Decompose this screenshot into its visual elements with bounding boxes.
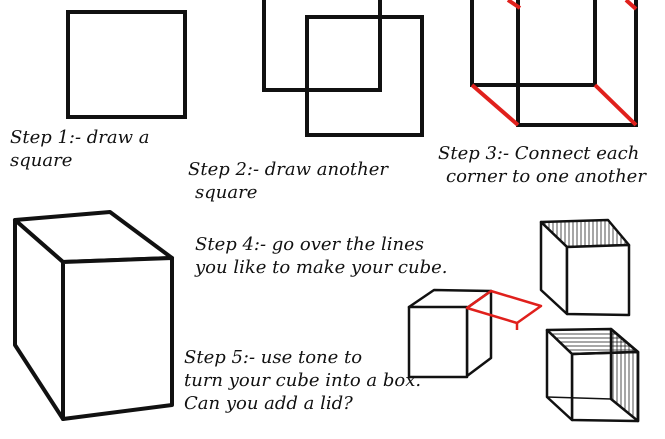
step5-caption: Step 5:- use tone to turn your cube into… [184, 346, 421, 415]
step4-caption-line: Step 4:- go over the lines [195, 233, 447, 256]
step5-caption-line: turn your cube into a box. [184, 369, 421, 392]
step3-caption: Step 3:- Connect each corner to one anot… [438, 142, 646, 188]
step2-caption-line: Step 2:- draw another [188, 158, 388, 181]
step1-caption-line: square [10, 149, 150, 172]
step1-caption-line: Step 1:- draw a [10, 126, 150, 149]
step2-two-squares-drawing [264, 0, 422, 135]
step1-square-drawing [68, 12, 185, 117]
open-top-box-drawing [541, 220, 629, 315]
step3-caption-line: Step 3:- Connect each [438, 142, 646, 165]
step5-caption-line: Can you add a lid? [184, 392, 421, 415]
open-front-box-drawing [547, 329, 638, 421]
step4-caption-line: you like to make your cube. [195, 256, 447, 279]
step4-caption: Step 4:- go over the lines you like to m… [195, 233, 447, 279]
box-with-lid-drawing [409, 290, 541, 377]
step3-connected-squares-drawing [472, 0, 636, 125]
step4-cube-drawing [15, 212, 172, 419]
step2-caption-line: square [188, 181, 388, 204]
step3-caption-line: corner to one another [438, 165, 646, 188]
step5-caption-line: Step 5:- use tone to [184, 346, 421, 369]
step2-caption: Step 2:- draw another square [188, 158, 388, 204]
step1-caption: Step 1:- draw a square [10, 126, 150, 172]
